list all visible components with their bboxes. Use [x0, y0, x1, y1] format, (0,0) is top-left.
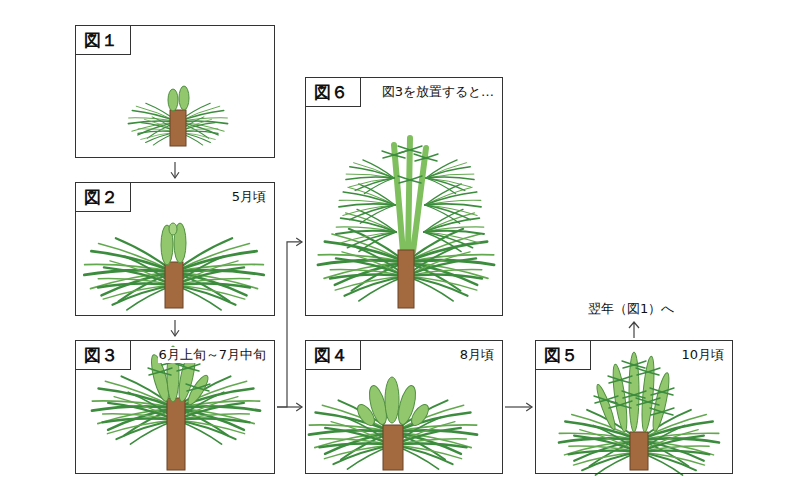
arrow-line: [629, 322, 639, 338]
needles: [650, 388, 674, 395]
trunk: [383, 425, 403, 470]
period-note: 10月頃: [681, 347, 724, 363]
pine-sprout: [309, 377, 477, 471]
needles: [175, 391, 250, 445]
next-year-arrow: [629, 322, 639, 338]
trunk: [398, 250, 414, 308]
needles: [608, 376, 632, 383]
needles: [650, 408, 674, 415]
arrow-head: [171, 330, 179, 336]
arrow-head: [171, 172, 179, 178]
pine-shoots-grown: [318, 138, 494, 308]
flow-arrow: [277, 403, 302, 411]
arrow-line: [174, 162, 175, 178]
figure-panel: 図５ 10月頃: [535, 340, 733, 474]
figure-number: 図２: [76, 183, 131, 212]
needles: [594, 396, 618, 403]
needles: [622, 361, 646, 368]
arrow-head: [296, 238, 302, 246]
figure-panel: 図１: [75, 25, 275, 158]
trunk: [165, 262, 183, 308]
period-note: 8月頃: [460, 347, 494, 363]
needles: [398, 176, 422, 183]
figure-panel: 図６ 図3を放置すると…: [305, 77, 503, 316]
trunk: [167, 398, 185, 470]
trunk: [630, 432, 648, 470]
note-label: 翌年（図1）へ: [586, 301, 676, 317]
needles: [423, 209, 484, 253]
pine-sprout: [128, 86, 227, 146]
arrow-line: [277, 242, 302, 407]
needles: [425, 159, 474, 194]
figure-number: 図１: [76, 26, 131, 55]
period-note: 6月上旬～7月中旬: [158, 347, 266, 363]
needles: [382, 151, 406, 158]
needles: [339, 183, 396, 224]
needles: [173, 255, 251, 311]
needles: [186, 384, 210, 391]
needles: [608, 401, 632, 408]
figure-panel: 図４ 8月頃: [305, 340, 503, 474]
period-note: 5月頃: [232, 189, 266, 205]
flow-arrow: [171, 320, 179, 336]
trunk: [170, 110, 186, 146]
figure-number: 図６: [306, 78, 361, 107]
shoot: [394, 138, 426, 252]
needles: [622, 391, 646, 398]
pine-sprout: [84, 223, 263, 312]
flow-arrow: [505, 403, 532, 411]
period-note: 図3を放置すると…: [382, 84, 494, 100]
needles: [176, 364, 200, 371]
needles: [636, 398, 660, 405]
needles: [148, 368, 172, 375]
arrow-line: [505, 406, 532, 407]
bud: [179, 86, 189, 110]
flow-arrow: [171, 162, 179, 178]
figure-number: 図５: [536, 341, 591, 370]
needles: [636, 368, 660, 375]
arrow-head: [296, 403, 302, 411]
needles: [414, 154, 438, 161]
bud: [385, 377, 399, 423]
needles: [330, 246, 408, 302]
needles: [405, 246, 483, 302]
shoot: [185, 373, 211, 407]
arrow-line: [277, 406, 302, 407]
arrow-head: [526, 403, 532, 411]
figure-number: 図４: [306, 341, 361, 370]
needles: [424, 183, 481, 224]
needles: [98, 255, 176, 311]
pine-sprout: [559, 352, 719, 477]
needles: [559, 409, 641, 468]
bud: [169, 223, 177, 235]
needles: [346, 159, 395, 194]
arrow-line: [174, 320, 175, 336]
figure-number: 図３: [76, 341, 131, 370]
flow-arrow: [277, 238, 302, 407]
figure-panel: 図２ 5月頃: [75, 182, 275, 316]
bud: [168, 89, 178, 111]
figure-panel: 図３ 6月上旬～7月中旬: [75, 340, 275, 474]
bud: [408, 402, 432, 429]
needles: [336, 209, 397, 253]
shoot: [650, 372, 672, 433]
